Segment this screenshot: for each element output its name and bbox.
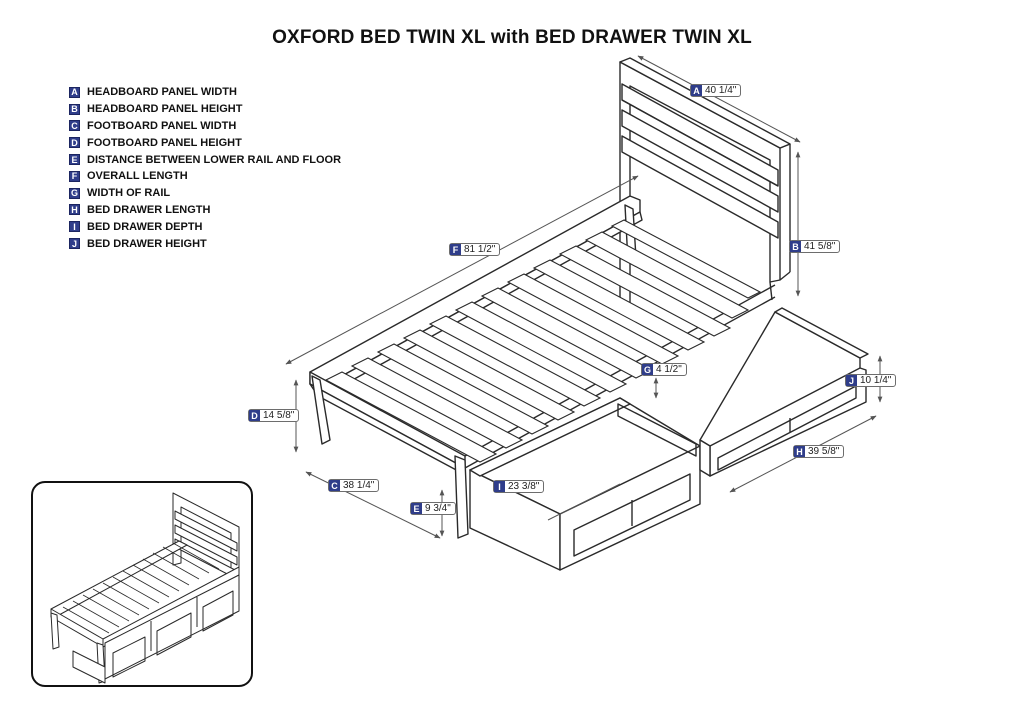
legend-item-d: D FOOTBOARD PANEL HEIGHT — [69, 134, 341, 151]
legend-label: WIDTH OF RAIL — [87, 187, 171, 200]
dimension-value: 23 3/8" — [508, 481, 540, 492]
legend-label: BED DRAWER HEIGHT — [87, 237, 207, 250]
dimension-badge: G — [642, 364, 653, 375]
dimension-label-h: H 39 5/8" — [793, 445, 845, 458]
legend-label: FOOTBOARD PANEL WIDTH — [87, 119, 237, 132]
legend-label: OVERALL LENGTH — [87, 170, 188, 183]
dimension-legend: A HEADBOARD PANEL WIDTH B HEADBOARD PANEL … — [69, 84, 341, 252]
dimension-badge: H — [794, 446, 805, 457]
legend-badge: C — [69, 120, 80, 132]
legend-badge: J — [69, 238, 80, 250]
dimension-value: 10 1/4" — [860, 375, 892, 386]
dimension-badge: D — [249, 410, 260, 421]
legend-item-g: G WIDTH OF RAIL — [69, 185, 341, 202]
dimension-label-c: C 38 1/4" — [328, 479, 380, 492]
legend-label: HEADBOARD PANEL HEIGHT — [87, 103, 243, 116]
legend-item-b: B HEADBOARD PANEL HEIGHT — [69, 101, 341, 118]
dimension-label-i: I 23 3/8" — [493, 480, 545, 493]
legend-badge: D — [69, 137, 80, 149]
legend-label: DISTANCE BETWEEN LOWER RAIL AND FLOOR — [87, 153, 342, 166]
dimension-value: 4 1/2" — [656, 364, 682, 375]
dimension-badge: C — [329, 480, 340, 491]
dimension-value: 81 1/2" — [464, 244, 496, 255]
dimension-label-f: F 81 1/2" — [449, 243, 501, 256]
dimension-value: 40 1/4" — [705, 85, 737, 96]
legend-badge: A — [69, 86, 80, 98]
legend-badge: H — [69, 204, 80, 216]
dimension-label-a: A 40 1/4" — [690, 84, 742, 97]
legend-item-e: E DISTANCE BETWEEN LOWER RAIL AND FLOOR — [69, 151, 341, 168]
dimension-label-g: G 4 1/2" — [641, 363, 687, 376]
legend-badge: B — [69, 103, 80, 115]
dimension-value: 38 1/4" — [343, 480, 375, 491]
legend-item-i: I BED DRAWER DEPTH — [69, 218, 341, 235]
legend-label: BED DRAWER DEPTH — [87, 220, 203, 233]
legend-label: BED DRAWER LENGTH — [87, 203, 211, 216]
dimension-value: 39 5/8" — [808, 446, 840, 457]
dimension-label-e: E 9 3/4" — [410, 502, 456, 515]
legend-item-f: F OVERALL LENGTH — [69, 168, 341, 185]
legend-item-a: A HEADBOARD PANEL WIDTH — [69, 84, 341, 101]
dimension-badge: I — [494, 481, 505, 492]
dimension-badge: A — [691, 85, 702, 96]
dimension-label-d: D 14 5/8" — [248, 409, 300, 422]
dimension-label-j: J 10 1/4" — [845, 374, 897, 387]
legend-badge: F — [69, 170, 80, 182]
dimension-label-b: B 41 5/8" — [789, 240, 841, 253]
legend-item-h: H BED DRAWER LENGTH — [69, 202, 341, 219]
dimension-value: 9 3/4" — [425, 503, 451, 514]
inset-bed-drawing — [50, 492, 240, 684]
dimension-badge: F — [450, 244, 461, 255]
legend-label: FOOTBOARD PANEL HEIGHT — [87, 136, 242, 149]
legend-item-j: J BED DRAWER HEIGHT — [69, 235, 341, 252]
dimension-badge: B — [790, 241, 801, 252]
legend-badge: I — [69, 221, 80, 233]
legend-label: HEADBOARD PANEL WIDTH — [87, 86, 237, 99]
dimension-value: 14 5/8" — [263, 410, 295, 421]
inset-assembled-view — [31, 481, 253, 687]
dimension-badge: E — [411, 503, 422, 514]
dimension-value: 41 5/8" — [804, 241, 836, 252]
legend-item-c: C FOOTBOARD PANEL WIDTH — [69, 118, 341, 135]
dimension-badge: J — [846, 375, 857, 386]
diagram-title: OXFORD BED TWIN XL with BED DRAWER TWIN … — [272, 27, 752, 48]
legend-badge: E — [69, 154, 80, 166]
legend-badge: G — [69, 187, 80, 199]
